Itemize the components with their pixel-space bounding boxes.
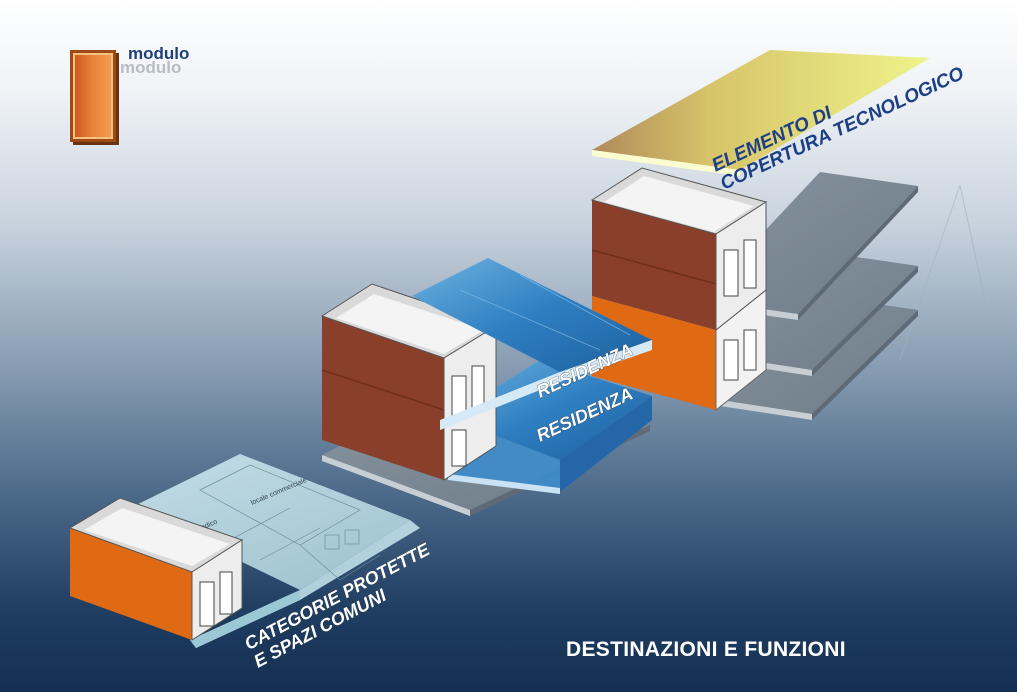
roof-element [592,50,930,176]
module-box-right [590,167,768,412]
residential-block: RESIDENZA RESIDENZA [320,258,652,516]
guide-lines [899,184,986,361]
ground-block: locale commerciale studio medico CATEGOR… [68,454,434,672]
module-box-left [68,497,244,641]
top-level-block: ELEMENTO DI COPERTURA TECNOLOGICO [590,50,967,420]
module-box-middle [320,283,498,481]
blue-slab-upper [412,258,652,430]
module-legend-shadow-label: modulo [120,58,182,77]
module-legend-swatch [70,50,116,142]
module-legend-label: modulo [128,44,190,63]
diagram-title: DESTINAZIONI E FUNZIONI [566,638,846,661]
